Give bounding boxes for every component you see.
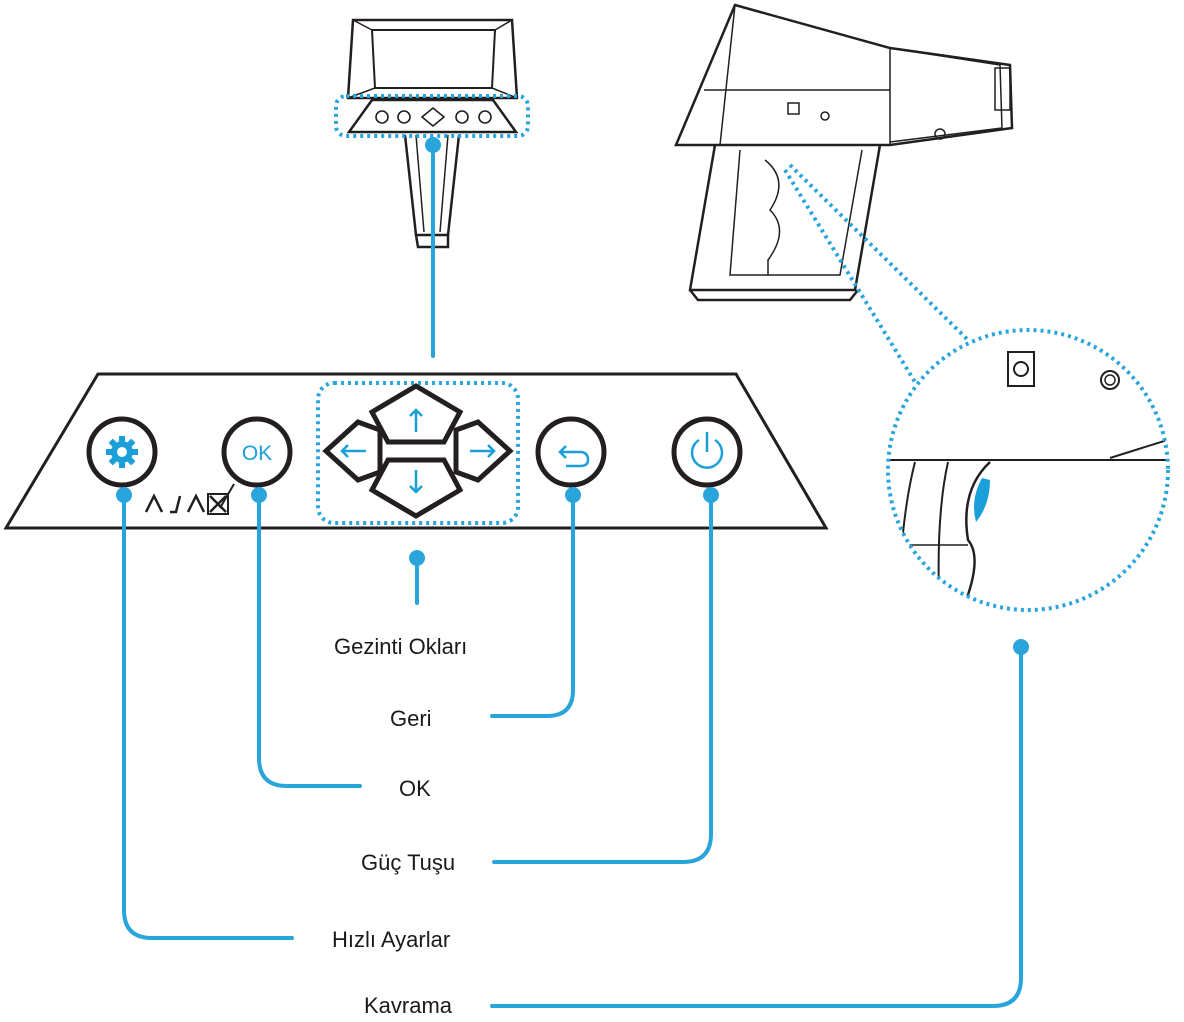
- arrow-up-icon: [409, 408, 423, 432]
- label-back: Geri: [390, 706, 432, 731]
- grip-zoom-detail: [886, 328, 1170, 612]
- left-arrow-button[interactable]: [322, 419, 383, 483]
- ok-icon: OK: [242, 442, 272, 465]
- mini-buttons: [375, 106, 492, 128]
- gear-icon: [106, 436, 138, 468]
- leader-lines: [116, 137, 1029, 1008]
- label-quick-settings: Hızlı Ayarlar: [332, 927, 451, 952]
- back-button[interactable]: [535, 416, 607, 488]
- power-button[interactable]: [671, 416, 743, 488]
- control-panel: OK: [3, 372, 829, 530]
- arrow-down-icon: [409, 470, 423, 494]
- arrow-left-icon: [340, 444, 366, 458]
- label-grip: Kavrama: [364, 993, 453, 1018]
- label-power: Güç Tuşu: [361, 850, 456, 875]
- ajax-logo: [144, 483, 235, 515]
- right-arrow-button[interactable]: [453, 419, 514, 483]
- quick-settings-button[interactable]: [86, 416, 158, 488]
- ok-button[interactable]: OK: [221, 416, 293, 488]
- label-ok: OK: [399, 776, 431, 801]
- arrow-right-icon: [470, 444, 496, 458]
- power-icon: [690, 432, 724, 469]
- front-panel-highlight: [334, 94, 530, 138]
- down-arrow-button[interactable]: [368, 457, 464, 519]
- device-side-view: [674, 3, 1014, 384]
- label-navigation-arrows: Gezinti Okları: [334, 634, 468, 659]
- up-arrow-button[interactable]: [368, 383, 464, 445]
- back-arrow-icon: [558, 445, 590, 468]
- navigation-arrows: [316, 381, 520, 525]
